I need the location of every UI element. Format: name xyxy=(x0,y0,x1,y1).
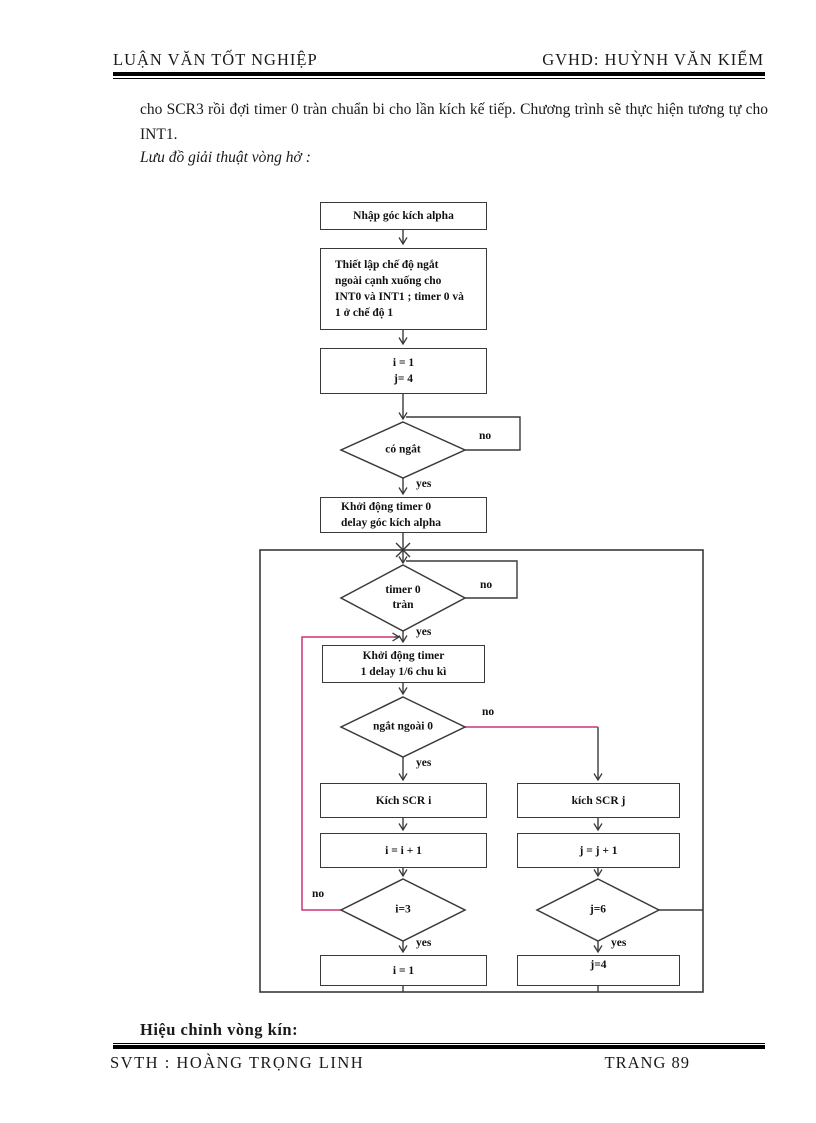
branch-no-interrupt: no xyxy=(479,430,492,442)
node-reset-i: i = 1 xyxy=(320,955,487,986)
node-fire-scr-i: Kích SCR i xyxy=(320,783,487,818)
node-init-ij: i = 1 j= 4 xyxy=(320,348,487,394)
header-supervisor: GVHD: HUỲNH VĂN KIỂM xyxy=(542,50,764,69)
decision-interrupt-label: có ngắt xyxy=(385,443,421,456)
branch-no-ext0: no xyxy=(482,706,495,718)
node-increment-j: j = j + 1 xyxy=(517,833,680,868)
branch-yes-j6: yes xyxy=(611,937,627,949)
loop-lines-pink xyxy=(301,636,598,911)
footer-rule xyxy=(113,1043,765,1049)
node-fire-scr-j: kích SCR j xyxy=(517,783,680,818)
decision-timer0-shape xyxy=(339,564,467,632)
connector-lines xyxy=(394,230,703,992)
flow-caption: Lưu đồ giải thuật vòng hở : xyxy=(140,149,311,166)
decision-ext0-shape xyxy=(339,696,467,758)
node-increment-i: i = i + 1 xyxy=(320,833,487,868)
closing-heading: Hiệu chỉnh vòng kín: xyxy=(140,1020,299,1039)
node-reset-j: j=4 xyxy=(517,955,680,986)
node-start-timer0: Khởi động timer 0 delay góc kích alpha xyxy=(320,497,487,533)
decision-interrupt-shape xyxy=(339,421,467,479)
header-title: LUẬN VĂN TỐT NGHIỆP xyxy=(113,50,318,69)
decision-timer0-label: timer 0 tràn xyxy=(385,584,421,611)
footer-author: SVTH : HOÀNG TRỌNG LINH xyxy=(110,1053,365,1072)
node-start-timer1: Khởi động timer 1 delay 1/6 chu kì xyxy=(322,645,485,683)
branch-no-timer0: no xyxy=(480,579,493,591)
decision-ext0-label: ngắt ngoài 0 xyxy=(372,720,434,733)
decision-j6-label: j=6 xyxy=(589,903,607,916)
main-loop-rectangle xyxy=(259,549,704,993)
decision-shapes xyxy=(339,421,661,942)
decision-i3-shape xyxy=(339,878,467,942)
decision-j6-shape xyxy=(535,878,661,942)
branch-yes-ext0: yes xyxy=(416,757,432,769)
branch-yes-interrupt: yes xyxy=(416,478,432,490)
branch-no-i3: no xyxy=(312,888,325,900)
node-setup-interrupts: Thiết lập chế độ ngắt ngoài cạnh xuống c… xyxy=(320,248,487,330)
node-input-alpha: Nhập góc kích alpha xyxy=(320,202,487,230)
header-rule xyxy=(113,72,765,79)
body-paragraph: cho SCR3 rồi đợi timer 0 tràn chuẩn bi c… xyxy=(140,101,768,143)
decision-i3-label: i=3 xyxy=(395,903,411,916)
branch-yes-i3: yes xyxy=(416,937,432,949)
branch-yes-timer0: yes xyxy=(416,626,432,638)
footer-page-number: TRANG 89 xyxy=(604,1053,690,1072)
